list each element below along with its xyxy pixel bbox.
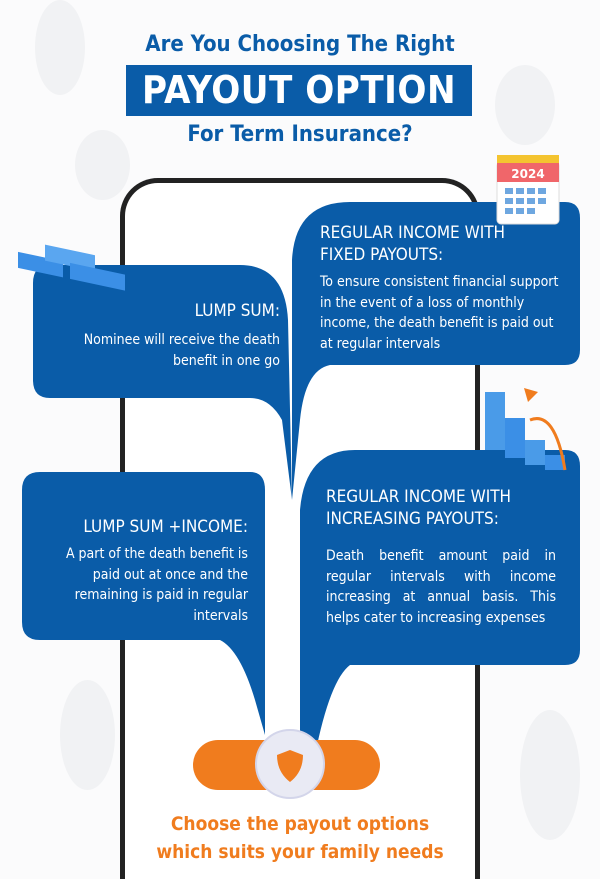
option-description: Nominee will receive the death benefit i…: [83, 332, 280, 369]
calendar-year: 2024: [511, 167, 544, 181]
bubble-lump-sum: [33, 265, 292, 500]
option-heading: LUMP SUM +INCOME:: [83, 517, 248, 537]
footer-text: Choose the payout options which suits yo…: [156, 813, 444, 863]
coin-decoration: [35, 0, 85, 95]
option-heading: REGULAR INCOME WITH FIXED PAYOUTS:: [320, 223, 506, 265]
cash-stack-icon: [18, 244, 125, 291]
bubble-lump-income: [22, 472, 265, 735]
option-fixed-payouts: REGULAR INCOME WITH FIXED PAYOUTS: To en…: [320, 222, 570, 354]
coin-decoration: [60, 680, 115, 790]
option-heading: REGULAR INCOME WITH INCREASING PAYOUTS:: [326, 487, 512, 529]
bubble-increasing: [300, 450, 580, 755]
option-lump-sum: LUMP SUM: Nominee will receive the death…: [40, 300, 280, 371]
bubble-fixed: [292, 202, 580, 500]
title-line-1: Are You Choosing The Right: [145, 32, 455, 57]
option-lump-sum-income: LUMP SUM +INCOME: A part of the death be…: [40, 516, 248, 626]
title-highlight: PAYOUT OPTION: [126, 65, 472, 116]
coin-decoration: [520, 710, 580, 840]
option-increasing-payouts: REGULAR INCOME WITH INCREASING PAYOUTS: …: [326, 486, 556, 628]
footer-cta: Choose the payout options which suits yo…: [0, 810, 600, 866]
option-heading: LUMP SUM:: [194, 301, 280, 321]
growing-money-icon: [485, 388, 567, 471]
shield-icon: [277, 750, 303, 782]
option-description: Death benefit amount paid in regular int…: [326, 548, 556, 626]
option-description: To ensure consistent financial support i…: [320, 274, 559, 352]
coin-decoration: [75, 130, 130, 200]
calendar-icon: 2024: [496, 155, 560, 225]
coin-decoration: [495, 65, 555, 145]
title-line-3: For Term Insurance?: [187, 122, 413, 147]
option-description: A part of the death benefit is paid out …: [65, 546, 248, 624]
